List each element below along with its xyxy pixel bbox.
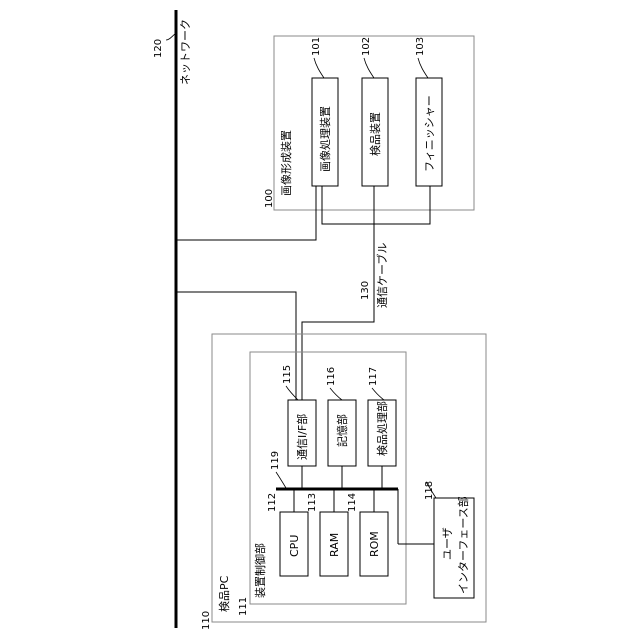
finisher-leader [418, 58, 428, 78]
inspection-processing-label: 検品処理部 [375, 401, 389, 456]
network-ref: 120 [153, 39, 164, 58]
comm-if-label: 通信I/F部 [295, 414, 309, 460]
cpu-label: CPU [288, 535, 301, 557]
network-to-comm-if [176, 292, 296, 400]
device-controller-ref: 111 [238, 597, 249, 616]
inspection-device-label: 検品装置 [368, 112, 382, 156]
finisher-ref: 103 [415, 37, 426, 56]
user-interface-ref: 118 [424, 481, 435, 500]
network-leader [166, 34, 175, 40]
inspection-device-ref: 102 [361, 37, 372, 56]
inspection-pc-ref: 110 [201, 611, 212, 630]
unit-interconnect [322, 186, 430, 224]
image-forming-apparatus-label: 画像形成装置 [280, 130, 293, 196]
inspection-pc-label: 検品PC [217, 575, 231, 612]
network-to-image-processing [176, 186, 316, 240]
device-controller-label: 装置制御部 [253, 543, 267, 598]
comm-if-ref: 115 [282, 365, 293, 384]
cable-label: 通信ケーブル [375, 243, 389, 308]
ram-ref: 113 [307, 493, 318, 512]
network-label: ネットワーク [179, 19, 192, 85]
user-interface-label-line2: インターフェース部 [456, 496, 470, 594]
image-processing-unit-label: 画像処理装置 [319, 106, 332, 172]
image-processing-unit-leader [314, 58, 324, 78]
finisher-label: フィニッシャー [423, 95, 436, 172]
storage-ref: 116 [326, 367, 337, 386]
cpu-ref: 112 [267, 493, 278, 512]
cable-ref: 130 [360, 281, 371, 300]
inspection-device-leader [364, 58, 374, 78]
inspection-processing-leader [372, 388, 384, 400]
rom-ref: 114 [347, 493, 358, 512]
bus-leader [276, 472, 286, 488]
bus-ref: 119 [270, 451, 281, 470]
storage-leader [330, 388, 342, 400]
ram-label: RAM [328, 533, 341, 557]
inspection-processing-ref: 117 [368, 367, 379, 386]
rom-label: ROM [368, 531, 381, 557]
image-forming-apparatus-ref: 100 [264, 189, 275, 208]
communication-cable [302, 224, 374, 400]
image-processing-unit-ref: 101 [311, 37, 322, 56]
user-interface-label-line1: ユーザ [441, 527, 454, 560]
storage-label: 記憶部 [335, 414, 349, 447]
